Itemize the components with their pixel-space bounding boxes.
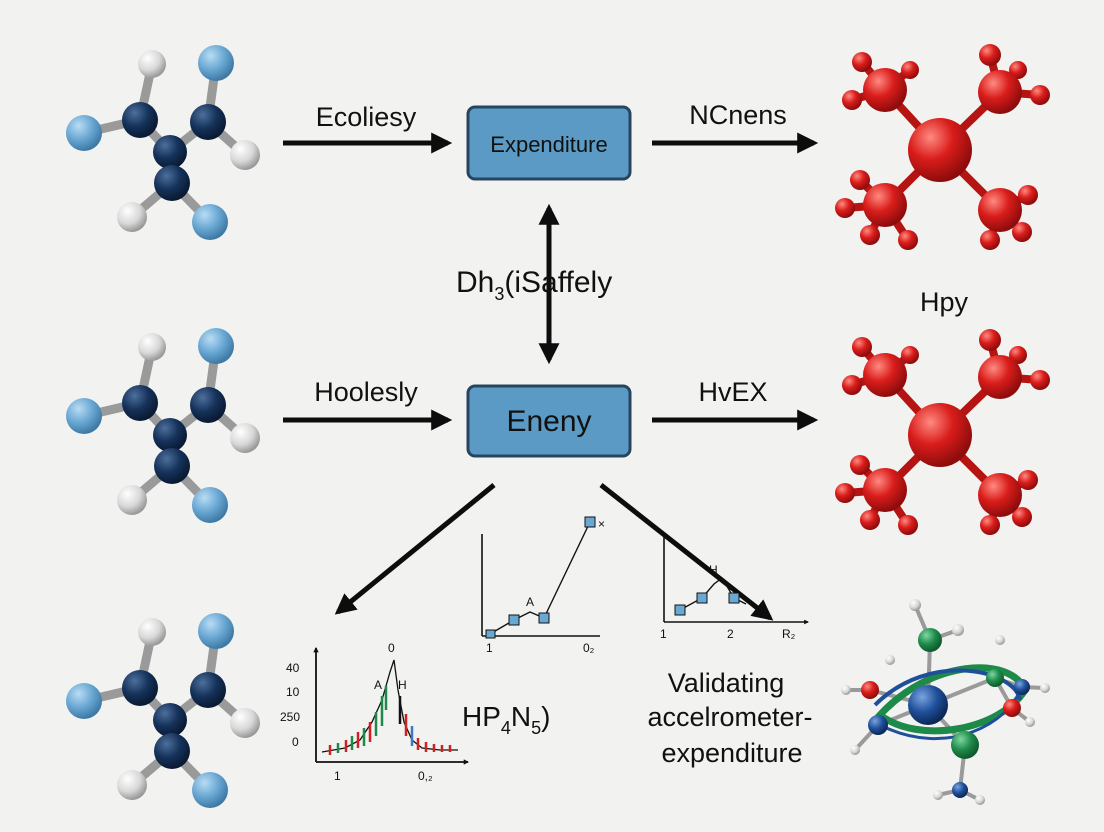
molecule-icon [835, 329, 1050, 535]
molecule-icon [66, 613, 260, 808]
right-chart-xtick: 1 [660, 627, 667, 641]
top-left-arrow-label: Ecoliesy [316, 102, 417, 132]
right-chart-point [696, 592, 708, 604]
eneny-box: Eneny [466, 384, 632, 458]
center-chart-line [489, 521, 591, 635]
left-chart-xtick: 1 [334, 769, 341, 783]
left-chart-ytick: 10 [286, 685, 300, 699]
formula-label: HP4N5) [462, 701, 551, 738]
center-chart-xtick: 0₂ [583, 641, 595, 655]
arrow-icon [599, 483, 774, 621]
left-chart-candles [328, 686, 452, 755]
left-chart-line [321, 659, 458, 753]
center-chart-xtick: 1 [486, 641, 493, 655]
middle-left-arrow-label: Hoolesly [314, 377, 418, 407]
left-chart-xtick: 0,₂ [418, 769, 433, 783]
center-chart-point [538, 612, 550, 624]
right-chart-xtick: 2 [727, 627, 734, 641]
left-chart-label-a: A [374, 678, 382, 692]
center-chart-point [584, 516, 596, 528]
middle-right-arrow-label: HvEX [698, 377, 767, 407]
molecule-icon [841, 599, 1050, 805]
eneny-box-label: Eneny [506, 405, 591, 438]
center-chart-point-label: A [526, 595, 534, 609]
center-chart-end-label: × [598, 517, 605, 531]
center-chart-point [508, 614, 520, 626]
expenditure-box: Expenditure [466, 105, 632, 181]
right-chart-point [674, 604, 686, 616]
left-chart-peak-label: 0 [388, 641, 395, 655]
left-chart-label-h: H [398, 678, 407, 692]
center-chart-point [485, 629, 496, 639]
left-chart-ytick: 250 [280, 710, 300, 724]
right-chart-point-label: H [709, 563, 718, 577]
molecule-icon [66, 45, 260, 240]
expenditure-box-label: Expenditure [490, 132, 607, 157]
right-chart: H 1 2 R₂ [660, 536, 809, 641]
molecule-icon [835, 44, 1050, 250]
left-chart: 40 10 250 0 1 0,₂ 0 A H [280, 641, 470, 783]
left-chart-ytick: 40 [286, 661, 300, 675]
right-chart-xtick: R₂ [782, 627, 796, 641]
caption-line2: accelrometer- [647, 702, 812, 732]
caption-line3: expenditure [661, 738, 802, 768]
vertical-arrow-label: Dh3(iSaffely [456, 266, 612, 304]
left-chart-ytick: 0 [292, 735, 299, 749]
right-chart-point [728, 592, 740, 604]
top-right-arrow-label: NCnens [689, 100, 787, 130]
arrow-icon [334, 483, 496, 615]
molecule-icon [66, 328, 260, 523]
right-side-label: Hpy [920, 287, 969, 317]
caption-line1: Validating [668, 668, 785, 698]
center-chart: A × 1 0₂ [481, 516, 605, 655]
